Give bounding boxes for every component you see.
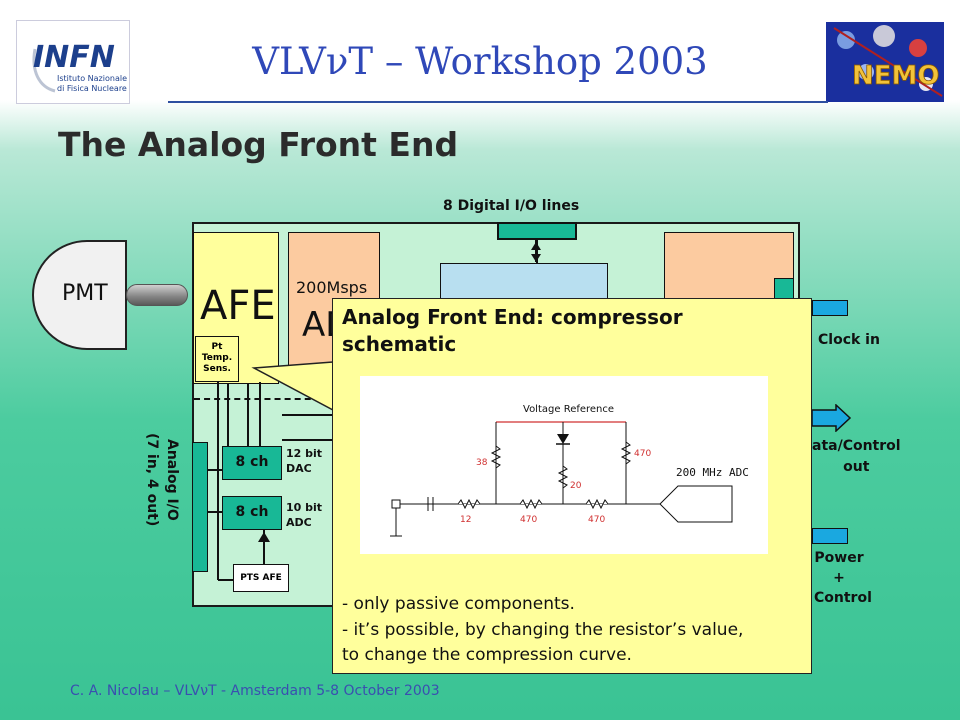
callout-title-line2: schematic bbox=[342, 332, 457, 356]
resistor-470-right-label: 470 bbox=[588, 515, 605, 525]
data-control-out-line2: out bbox=[843, 459, 870, 475]
voltage-reference-label: Voltage Reference bbox=[523, 404, 614, 415]
resistor-20-label: 20 bbox=[570, 481, 582, 491]
footer: C. A. Nicolau – VLVνT - Amsterdam 5-8 Oc… bbox=[70, 683, 440, 699]
data-control-out-label: ata/Control out bbox=[812, 436, 901, 478]
pts-afe-block: PTS AFE bbox=[233, 564, 289, 592]
pt-sensor-line1: Pt bbox=[211, 342, 223, 352]
dac-label-line2: DAC bbox=[286, 462, 312, 475]
clock-in-connector bbox=[812, 300, 848, 316]
analog-io-line2: (7 in, 4 out) bbox=[144, 433, 160, 527]
power-control-line1: Power bbox=[814, 550, 864, 566]
nemo-logo: NEMO bbox=[826, 22, 944, 102]
infn-logo: INFN Istituto Nazionale di Fisica Nuclea… bbox=[16, 20, 130, 104]
dac-label: 12 bit DAC bbox=[286, 446, 322, 476]
power-control-line3: Control bbox=[814, 590, 872, 606]
analog-io-label: Analog I/O (7 in, 4 out) bbox=[130, 424, 182, 536]
callout-title: Analog Front End: compressor schematic bbox=[342, 304, 762, 358]
nemo-logo-wordmark: NEMO bbox=[852, 61, 940, 91]
adc-8ch-block: 8 ch bbox=[222, 496, 282, 530]
resistor-470-mid-label: 470 bbox=[520, 515, 537, 525]
pmt-label: PMT bbox=[62, 281, 108, 306]
pmt-tube bbox=[32, 240, 127, 350]
pt-sensor-line3: Sens. bbox=[203, 364, 231, 374]
adc-small-label-line1: 10 bit bbox=[286, 501, 323, 514]
adc-small-label-line2: ADC bbox=[286, 516, 312, 529]
infn-logo-line2: di Fisica Nucleare bbox=[57, 84, 127, 93]
callout-bullet-3: to change the compression curve. bbox=[342, 645, 632, 665]
callout-bullet-2: - it’s possible, by changing the resisto… bbox=[342, 620, 744, 640]
callout-title-line1: Analog Front End: compressor bbox=[342, 305, 683, 329]
digital-io-connector bbox=[497, 222, 577, 240]
header-divider bbox=[168, 101, 828, 103]
schematic-adc-label: 200 MHz ADC bbox=[676, 466, 749, 479]
resistor-38-label: 38 bbox=[476, 458, 488, 468]
infn-logo-line1: Istituto Nazionale bbox=[57, 74, 127, 83]
resistor-470-top-label: 470 bbox=[634, 449, 651, 459]
pt-temp-sensor: Pt Temp. Sens. bbox=[195, 336, 239, 382]
adc-small-label: 10 bit ADC bbox=[286, 500, 322, 530]
dac-8ch-block: 8 ch bbox=[222, 446, 282, 480]
resistor-12-label: 12 bbox=[460, 515, 471, 525]
adc-rate: 200Msps bbox=[296, 278, 368, 297]
analog-io-line1: Analog I/O bbox=[164, 439, 180, 521]
callout-bullet-1: - only passive components. bbox=[342, 594, 575, 614]
slide-title: The Analog Front End bbox=[58, 125, 459, 164]
data-control-out-line1: ata/Control bbox=[812, 438, 901, 454]
clock-in-label: Clock in bbox=[818, 332, 880, 348]
infn-logo-wordmark: INFN bbox=[33, 40, 115, 75]
compressor-schematic: Voltage Reference 200 MHz ADC 38 470 20 … bbox=[360, 376, 768, 554]
dac-label-line1: 12 bit bbox=[286, 447, 323, 460]
analog-io-connector bbox=[192, 442, 208, 572]
power-control-label: Power + Control bbox=[814, 548, 872, 608]
pmt-cable bbox=[126, 284, 188, 306]
data-out-arrow bbox=[811, 404, 852, 432]
pt-sensor-line2: Temp. bbox=[201, 353, 233, 363]
digital-io-label: 8 Digital I/O lines bbox=[443, 198, 580, 214]
power-control-line2: + bbox=[833, 570, 845, 586]
afe-label: AFE bbox=[200, 283, 276, 329]
power-connector bbox=[812, 528, 848, 544]
header-title: VLVνT – Workshop 2003 bbox=[252, 40, 708, 83]
